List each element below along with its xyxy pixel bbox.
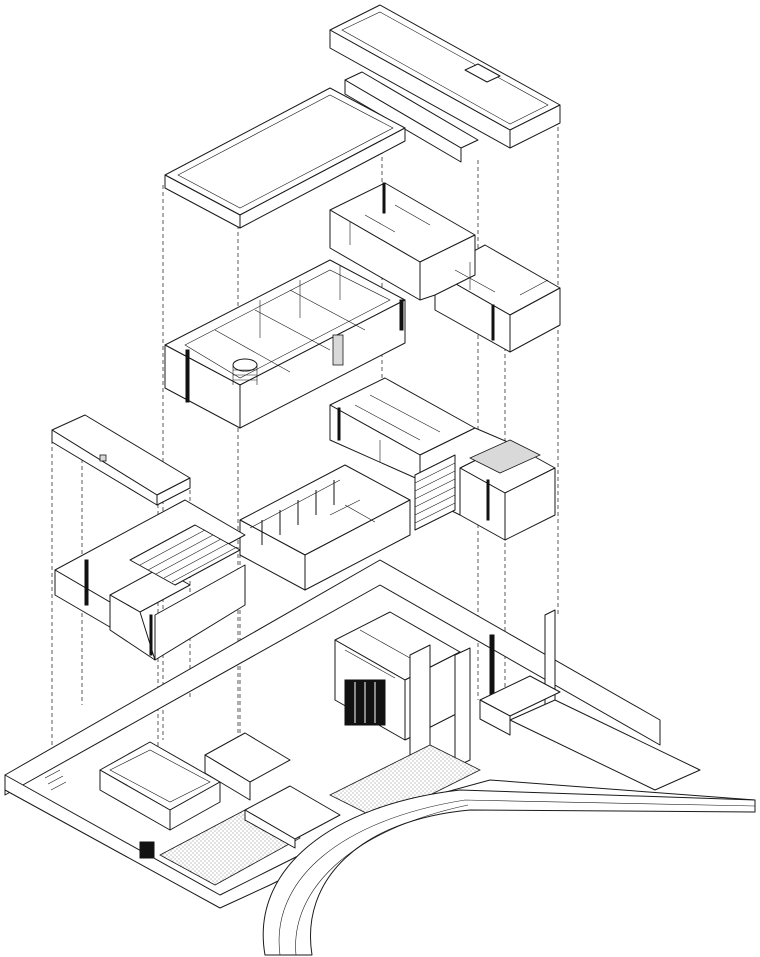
upper-floor-level	[164, 182, 561, 429]
far-left-roof-slab	[51, 414, 191, 506]
roof-slab-bridge	[344, 71, 479, 163]
middle-floor-long-wing	[239, 464, 411, 591]
upper-floor-right-wing	[329, 182, 561, 353]
roof-slab-right	[329, 4, 561, 149]
roof-level	[164, 4, 561, 229]
ground-floor-level	[4, 559, 661, 796]
glazing-band	[249, 479, 341, 545]
pergola-slats	[129, 524, 241, 586]
ground-floor-central-block	[334, 611, 461, 741]
roof-slab-left	[164, 87, 406, 229]
middle-floor-far-left-block	[54, 499, 246, 661]
middle-floor-right-wing	[329, 377, 556, 541]
pool-box	[99, 741, 221, 831]
middle-floor-level	[51, 377, 556, 661]
site-base-level	[4, 699, 756, 956]
spiral-stair	[232, 358, 258, 385]
curved-driveway	[262, 789, 756, 956]
upper-floor-left-wing	[164, 259, 406, 429]
